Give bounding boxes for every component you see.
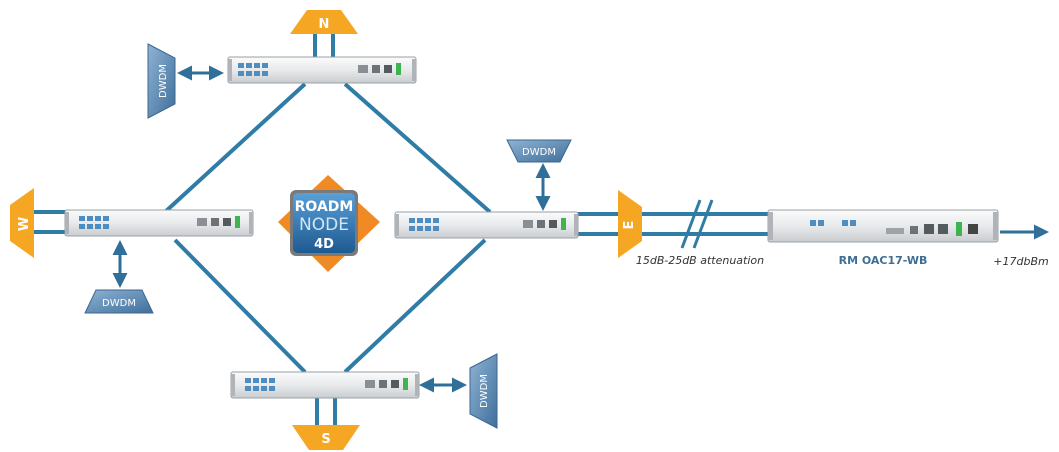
ring-links: [163, 82, 492, 374]
dwdm-arrows: [112, 65, 551, 393]
roadm-node-badge: ROADM NODE 4D: [278, 175, 380, 272]
chassis-south: [230, 371, 420, 399]
chassis-north: [227, 56, 417, 84]
north-marker: N: [290, 10, 358, 34]
chassis-west: [64, 209, 254, 237]
east-marker: E: [618, 190, 642, 258]
attenuation-caption: 15dB-25dB attenuation: [636, 254, 764, 267]
link-east-south: [343, 238, 487, 374]
dwdm-west: DWDM: [84, 289, 154, 314]
amplifier-caption: RM OAC17-WB: [839, 254, 928, 267]
south-marker: S: [292, 425, 360, 450]
dwdm-north: DWDM: [147, 43, 176, 119]
badge-4d: 4D: [314, 237, 334, 252]
west-label: W: [17, 217, 32, 231]
link-north-east: [343, 82, 492, 214]
badge-node: NODE: [299, 215, 349, 235]
svg-text:DWDM: DWDM: [522, 147, 556, 158]
amplifier-chassis: [767, 209, 999, 243]
west-marker: W: [10, 188, 34, 258]
svg-text:DWDM: DWDM: [102, 298, 136, 309]
badge-roadm: ROADM: [295, 199, 354, 215]
span-break-marks: [680, 199, 714, 249]
north-label: N: [319, 17, 330, 32]
output-power-caption: +17dbBm: [993, 255, 1048, 268]
link-north-west: [163, 82, 307, 214]
link-west-south: [173, 238, 307, 374]
svg-text:DWDM: DWDM: [158, 64, 169, 98]
east-label: E: [622, 221, 637, 230]
south-label: S: [321, 432, 330, 447]
dwdm-east: DWDM: [506, 139, 572, 163]
svg-text:DWDM: DWDM: [479, 374, 490, 408]
chassis-east: [394, 211, 579, 239]
dwdm-south: DWDM: [469, 353, 498, 429]
